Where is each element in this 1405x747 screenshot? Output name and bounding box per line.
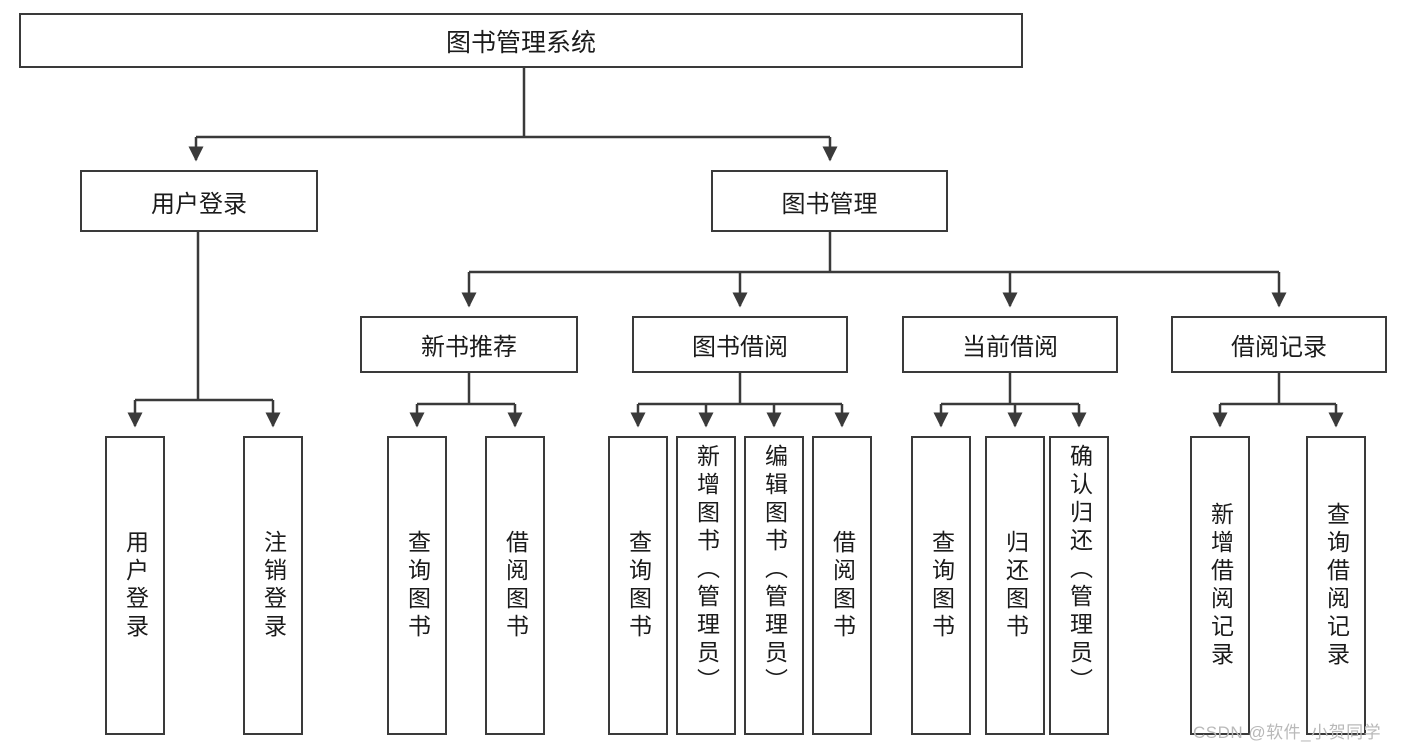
node-leaf-label: 确认归还（管理员） [1066,444,1093,696]
node-leaf-add-borrow-record[interactable]: 新增借阅记录 [1190,436,1250,735]
node-current-borrow[interactable]: 当前借阅 [902,316,1118,373]
node-leaf-label: 用户登录 [122,529,149,642]
node-leaf-query-borrow-record[interactable]: 查询借阅记录 [1306,436,1366,735]
node-leaf-query-book-borrow[interactable]: 查询图书 [608,436,668,735]
node-root-system[interactable]: 图书管理系统 [19,13,1023,68]
node-leaf-label: 归还图书 [1002,529,1029,642]
node-leaf-add-book-admin[interactable]: 新增图书（管理员） [676,436,736,735]
node-user-login[interactable]: 用户登录 [80,170,318,232]
node-leaf-borrow-book-new[interactable]: 借阅图书 [485,436,545,735]
node-leaf-query-book-new[interactable]: 查询图书 [387,436,447,735]
node-leaf-label: 编辑图书（管理员） [761,444,788,696]
node-leaf-label: 查询图书 [625,529,652,642]
node-leaf-query-book-current[interactable]: 查询图书 [911,436,971,735]
node-leaf-label: 借阅图书 [829,529,856,642]
node-leaf-logout[interactable]: 注销登录 [243,436,303,735]
node-book-borrow[interactable]: 图书借阅 [632,316,848,373]
node-leaf-label: 查询图书 [404,529,431,642]
node-leaf-user-login[interactable]: 用户登录 [105,436,165,735]
node-leaf-label: 查询图书 [928,529,955,642]
csdn-watermark: CSDN @软件_小贺同学 [1193,723,1382,742]
node-leaf-label: 新增借阅记录 [1207,501,1234,670]
node-leaf-label: 查询借阅记录 [1323,501,1350,670]
node-book-management[interactable]: 图书管理 [711,170,948,232]
node-new-book-recommend[interactable]: 新书推荐 [360,316,578,373]
node-leaf-confirm-return-admin[interactable]: 确认归还（管理员） [1049,436,1109,735]
node-leaf-label: 注销登录 [260,529,287,642]
node-leaf-return-book[interactable]: 归还图书 [985,436,1045,735]
node-borrow-record[interactable]: 借阅记录 [1171,316,1387,373]
node-leaf-lend-book[interactable]: 借阅图书 [812,436,872,735]
node-leaf-label: 借阅图书 [502,529,529,642]
node-leaf-edit-book-admin[interactable]: 编辑图书（管理员） [744,436,804,735]
node-leaf-label: 新增图书（管理员） [693,444,720,696]
